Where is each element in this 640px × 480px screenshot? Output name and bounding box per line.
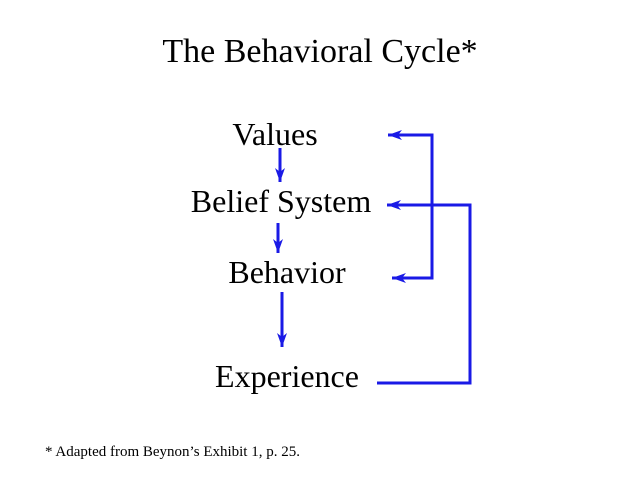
footnote: * Adapted from Beynon’s Exhibit 1, p. 25…: [45, 444, 300, 460]
diagram-title: The Behavioral Cycle*: [162, 33, 478, 70]
node-behavior: Behavior: [228, 254, 346, 290]
feedback-arrow-values-behavior: [388, 130, 434, 283]
node-values: Values: [232, 116, 318, 152]
node-experience: Experience: [215, 358, 359, 394]
feedback-arrow-experience-to-belief-system: [377, 200, 472, 385]
node-belief-system: Belief System: [190, 183, 372, 219]
